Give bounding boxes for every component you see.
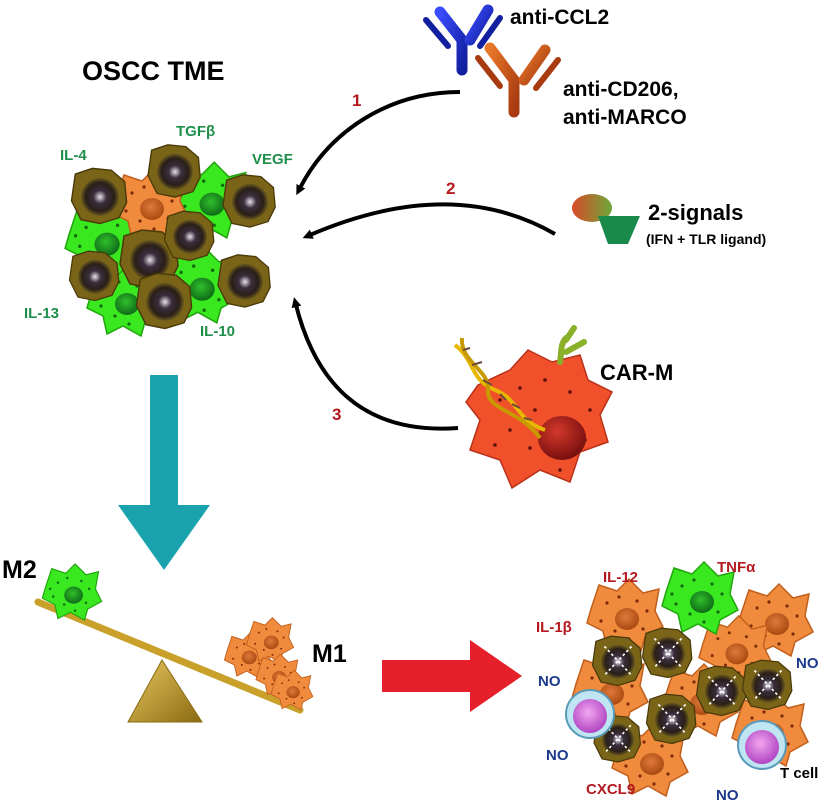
car-m-cell — [465, 325, 614, 490]
antibody-blue-icon — [423, 4, 503, 76]
seesaw-balance — [34, 563, 314, 723]
label-il1b: IL-1β — [536, 619, 572, 636]
arrow-therapy-3 — [291, 297, 459, 431]
page-title: OSCC TME — [82, 56, 225, 86]
label-cxcl9: CXCL9 — [586, 781, 635, 798]
label-m2: M2 — [2, 556, 37, 584]
label-m1: M1 — [312, 640, 347, 668]
label-tcell: T cell — [780, 765, 818, 782]
outcome-cluster — [565, 561, 814, 797]
red-right-arrow — [382, 640, 522, 712]
step-number-1: 1 — [352, 91, 361, 110]
label-vegf: VEGF — [252, 151, 293, 168]
label-il12: IL-12 — [603, 569, 638, 586]
label-il10: IL-10 — [200, 323, 235, 340]
label-anti-marco: anti-MARCO — [563, 106, 687, 129]
label-2-signals: 2-signals — [648, 200, 743, 225]
antibody-orange-icon — [475, 42, 561, 118]
label-il4: IL-4 — [60, 147, 87, 164]
label-anti-ccl2: anti-CCL2 — [510, 6, 609, 29]
label-tnfa: TNFα — [717, 559, 756, 576]
dna-helix-icon — [453, 337, 546, 440]
step-number-2: 2 — [446, 179, 455, 198]
arrow-therapy-1 — [296, 90, 461, 196]
two-signals-icon — [572, 194, 640, 244]
label-car-m: CAR-M — [600, 360, 673, 385]
step-number-3: 3 — [332, 405, 341, 424]
label-il13: IL-13 — [24, 305, 59, 322]
label-signals-detail: (IFN + TLR ligand) — [646, 231, 766, 247]
label-no-bottom: NO — [716, 787, 739, 804]
label-no-left: NO — [538, 673, 561, 690]
teal-down-arrow — [118, 375, 210, 570]
label-tgfb: TGFβ — [176, 123, 215, 140]
label-no-lower-left: NO — [546, 747, 569, 764]
tcell-right — [737, 720, 787, 770]
arrow-therapy-2 — [302, 202, 556, 239]
label-anti-cd206: anti-CD206, — [563, 78, 679, 101]
tcell-left — [565, 689, 615, 739]
label-no-right: NO — [796, 655, 819, 672]
oscc-tme-cluster — [64, 144, 276, 337]
